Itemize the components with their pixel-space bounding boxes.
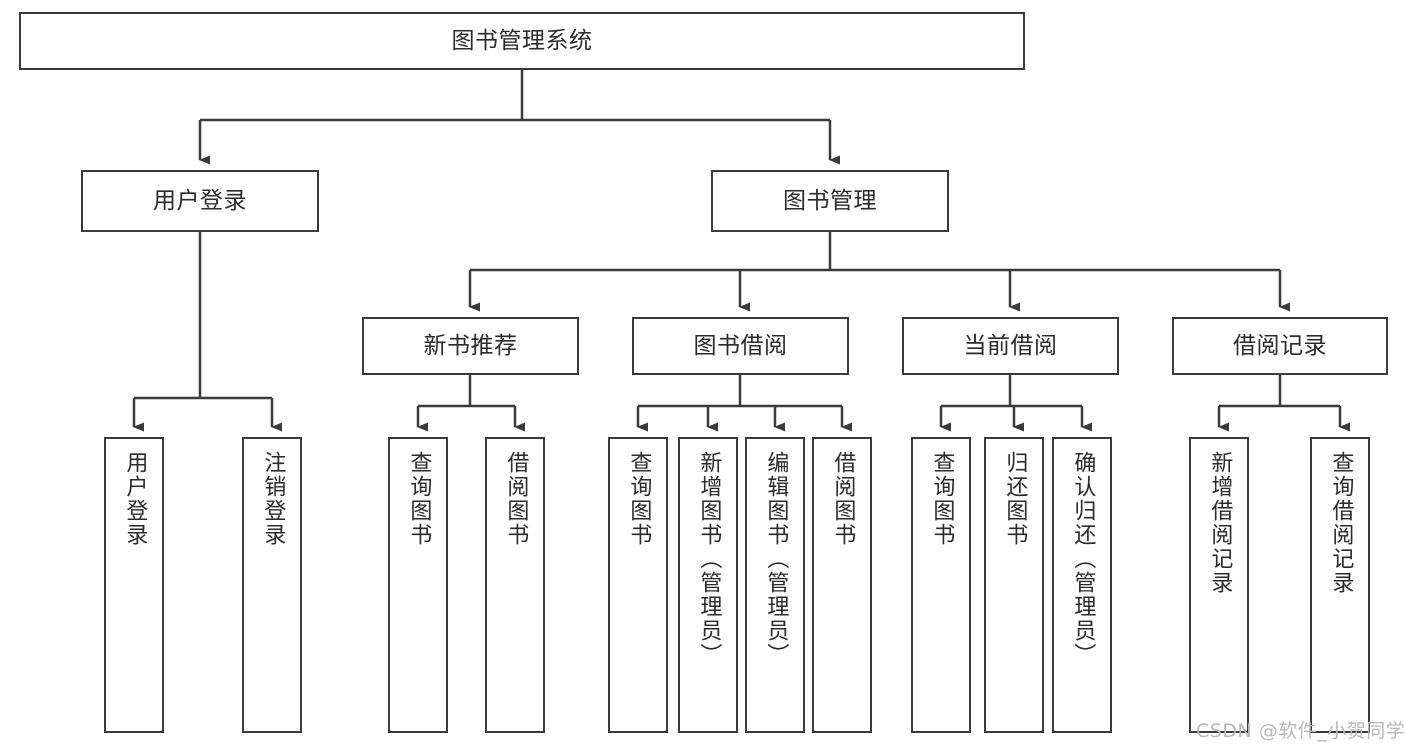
node-book-borrow[interactable]: 图书借阅 (632, 317, 849, 375)
node-new-book-recommend[interactable]: 新书推荐 (362, 317, 579, 375)
leaf-query-book-1[interactable]: 查询图书 (388, 437, 448, 733)
leaf-borrow-book-1[interactable]: 借阅图书 (485, 437, 545, 733)
edges-borrowrecord-to-leaves (1217, 375, 1350, 432)
node-label: 图书管理 (783, 187, 877, 214)
node-borrow-record[interactable]: 借阅记录 (1172, 317, 1388, 375)
leaf-label: 归还图书 (1002, 451, 1028, 547)
node-label: 新书推荐 (423, 332, 518, 359)
edges-bookborrow-to-leaves (636, 375, 852, 432)
leaf-user-logout[interactable]: 注销登录 (242, 437, 302, 733)
leaf-label: 借阅图书 (503, 451, 529, 547)
node-label: 图书管理系统 (451, 27, 593, 54)
csdn-watermark: CSDN @软件_小贺同学 (1196, 720, 1405, 742)
node-label: 用户登录 (153, 187, 247, 214)
leaf-add-book[interactable]: 新增图书（管理员） (678, 437, 738, 733)
node-label: 借阅记录 (1233, 332, 1327, 359)
leaf-query-borrow-record[interactable]: 查询借阅记录 (1310, 437, 1370, 733)
node-book-manage[interactable]: 图书管理 (711, 170, 949, 232)
leaf-borrow-book-2[interactable]: 借阅图书 (812, 437, 872, 733)
node-current-borrow[interactable]: 当前借阅 (902, 317, 1119, 375)
leaf-label: 查询图书 (406, 451, 432, 547)
edges-userlogin-to-leaves (132, 232, 282, 432)
leaf-label: 新增借阅记录 (1207, 451, 1233, 595)
leaf-user-login[interactable]: 用户登录 (104, 437, 164, 733)
node-label: 当前借阅 (963, 332, 1058, 359)
leaf-label: 新增图书（管理员） (696, 451, 722, 667)
leaf-label: 查询借阅记录 (1328, 451, 1354, 595)
leaf-label: 查询图书 (626, 451, 652, 547)
edges-newbook-to-leaves (416, 375, 525, 432)
leaf-return-book[interactable]: 归还图书 (984, 437, 1044, 733)
leaf-label: 确认归还（管理员） (1070, 451, 1096, 667)
leaf-label: 编辑图书（管理员） (763, 451, 789, 667)
leaf-add-borrow-record[interactable]: 新增借阅记录 (1189, 437, 1249, 733)
edges-bookmanage-to-level3 (468, 232, 1290, 312)
leaf-label: 用户登录 (122, 451, 148, 547)
leaf-query-book-3[interactable]: 查询图书 (911, 437, 971, 733)
node-user-login[interactable]: 用户登录 (81, 170, 319, 232)
edges-root-to-level2 (198, 70, 840, 165)
leaf-confirm-return[interactable]: 确认归还（管理员） (1052, 437, 1112, 733)
leaf-label: 注销登录 (260, 451, 286, 547)
node-label: 图书借阅 (693, 332, 788, 359)
leaf-edit-book[interactable]: 编辑图书（管理员） (745, 437, 805, 733)
leaf-label: 查询图书 (929, 451, 955, 547)
node-root-system[interactable]: 图书管理系统 (19, 12, 1025, 70)
leaf-query-book-2[interactable]: 查询图书 (608, 437, 668, 733)
edges-currentborrow-to-leaves (939, 375, 1092, 432)
leaf-label: 借阅图书 (830, 451, 856, 547)
